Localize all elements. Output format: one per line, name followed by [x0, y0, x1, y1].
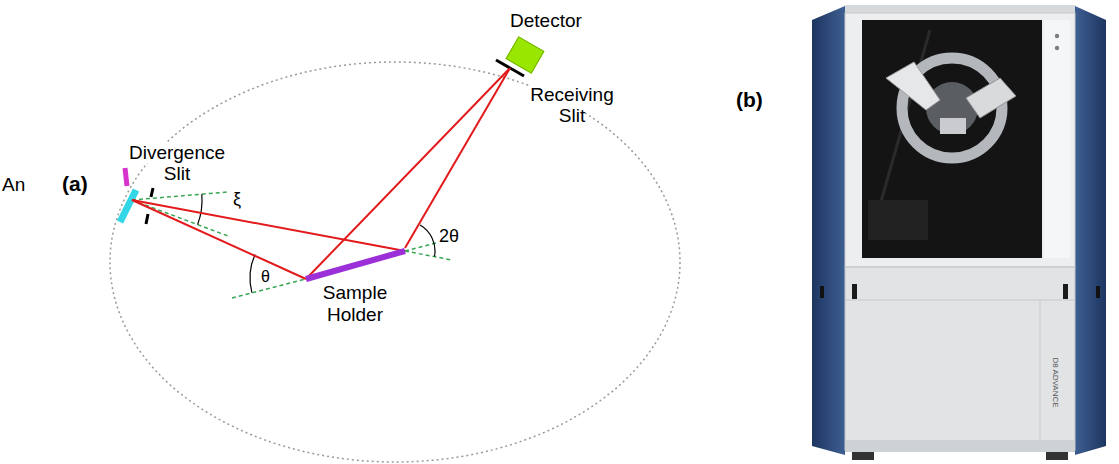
label-box: Receiving Slit	[520, 84, 624, 126]
sample-holder: Sample Holder	[300, 248, 410, 326]
sample-plate	[306, 251, 405, 279]
label-box: Divergence Slit	[125, 142, 229, 184]
label-box: D8 ADVANCE	[1051, 348, 1060, 418]
control-strip	[1044, 20, 1070, 258]
side-panel	[1075, 6, 1106, 455]
base-strip	[845, 440, 1075, 452]
divergence-slit	[151, 188, 153, 197]
part-label: An	[2, 174, 25, 195]
reference-line	[132, 192, 228, 200]
detector: Detector	[498, 10, 598, 68]
window-frame	[845, 13, 1075, 267]
label-box: 2θ	[439, 226, 459, 246]
window	[862, 20, 1042, 258]
tube-arm	[886, 62, 940, 110]
panel-handle	[1096, 286, 1100, 298]
window-interior	[868, 200, 928, 240]
goniometer-circle	[110, 62, 680, 462]
reference-line	[132, 200, 228, 236]
node-label: Sample Holder	[300, 282, 410, 326]
angle-arc	[198, 194, 202, 224]
lower-cabinet	[845, 267, 1075, 450]
theta-arc	[250, 255, 255, 293]
anode-target	[125, 168, 127, 186]
sample-holder-plate	[300, 248, 410, 282]
panel-handle	[820, 286, 824, 298]
diffracted-beam	[405, 68, 510, 248]
model-name: D8 ADVANCE	[1051, 357, 1060, 407]
incident-beam	[132, 200, 306, 279]
anode-tube	[120, 190, 136, 222]
label-box: An	[2, 174, 25, 195]
cabinet-seam	[1040, 300, 1041, 440]
label-box: θ	[261, 268, 270, 286]
incident-beam	[132, 200, 405, 251]
part-label: Receiving Slit	[530, 84, 613, 126]
beam-continuation	[405, 251, 452, 260]
node-label: Detector	[498, 10, 598, 32]
panel-letter: (a)	[62, 172, 88, 195]
cabinet-handle	[852, 284, 857, 299]
diffractometer-photo	[812, 5, 1106, 460]
goniometer-hub	[926, 82, 978, 134]
part-label: 2θ	[439, 226, 459, 246]
part-label: θ	[261, 268, 270, 285]
diffracted-beam	[306, 68, 510, 279]
part-label: Divergence Slit	[129, 142, 225, 184]
label-box: (a)	[62, 172, 88, 196]
indicator-light	[1055, 34, 1059, 38]
two-theta-arc	[420, 225, 435, 256]
indicator-light	[1055, 46, 1059, 50]
panel-letter: (b)	[736, 88, 763, 111]
part-label: ξ	[233, 189, 241, 209]
label-box: ξ	[233, 189, 241, 209]
divergence-slit	[146, 214, 148, 224]
detector-arm	[966, 78, 1016, 118]
side-panel	[812, 6, 845, 455]
sample-stage	[940, 118, 966, 134]
cabinet-handle	[1063, 284, 1068, 299]
label-box: (b)	[736, 88, 763, 112]
